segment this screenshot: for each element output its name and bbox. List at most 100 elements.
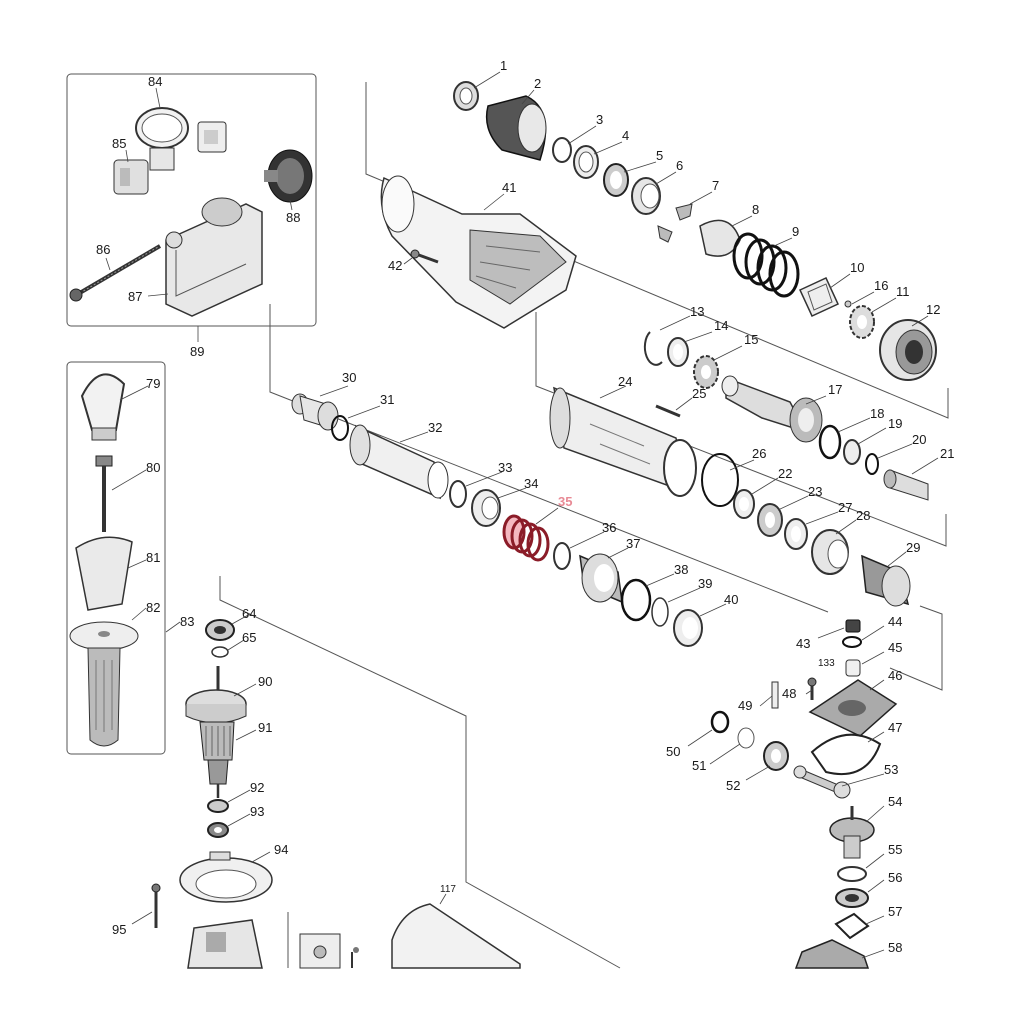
part-85-clamp[interactable] bbox=[113, 159, 149, 195]
part-14-washer[interactable] bbox=[667, 337, 689, 367]
part-117-handle-housing[interactable] bbox=[391, 903, 521, 969]
part-15-gear[interactable] bbox=[693, 355, 719, 389]
label-117: 117 bbox=[440, 884, 456, 895]
part-28-sleeve[interactable] bbox=[811, 529, 849, 575]
part-16-ball[interactable] bbox=[844, 300, 852, 308]
part-clamp-top[interactable] bbox=[197, 121, 227, 153]
label-41: 41 bbox=[502, 180, 516, 195]
part-87-handle[interactable] bbox=[165, 197, 263, 317]
part-3-ring[interactable] bbox=[552, 137, 572, 163]
label-35-highlighted: 35 bbox=[558, 494, 572, 509]
label-13: 13 bbox=[690, 304, 704, 319]
part-20-oring[interactable] bbox=[865, 453, 879, 475]
part-43-nut[interactable] bbox=[845, 619, 861, 633]
part-12-bearing[interactable] bbox=[879, 319, 937, 381]
part-50-oring[interactable] bbox=[710, 710, 730, 734]
part-29-clutch[interactable] bbox=[861, 554, 911, 607]
label-12: 12 bbox=[926, 302, 940, 317]
part-64-bearing[interactable] bbox=[205, 619, 235, 641]
part-54-crank[interactable] bbox=[829, 806, 875, 859]
label-8: 8 bbox=[752, 202, 759, 217]
part-9-spring[interactable] bbox=[732, 232, 800, 298]
part-58-case[interactable] bbox=[794, 939, 870, 969]
leader-lines bbox=[105, 71, 939, 959]
part-4-washer[interactable] bbox=[573, 145, 599, 179]
label-14: 14 bbox=[714, 318, 728, 333]
part-84-band[interactable] bbox=[135, 107, 189, 171]
part-labels: 84 85 88 86 87 89 79 80 81 82 83 1 2 3 4… bbox=[96, 58, 954, 955]
label-31: 31 bbox=[380, 392, 394, 407]
part-42-screw[interactable] bbox=[410, 249, 439, 264]
part-13-circlip[interactable] bbox=[643, 331, 663, 366]
part-94-baffle[interactable] bbox=[179, 851, 273, 903]
part-7-pin[interactable] bbox=[657, 203, 693, 243]
label-47: 47 bbox=[888, 720, 902, 735]
label-43: 43 bbox=[796, 636, 810, 651]
part-52-bearing[interactable] bbox=[763, 741, 789, 771]
label-40: 40 bbox=[724, 592, 738, 607]
part-11-gear[interactable] bbox=[849, 305, 875, 339]
part-brush-holder[interactable] bbox=[299, 933, 359, 969]
part-24-cylinder[interactable] bbox=[549, 386, 697, 497]
part-79-band[interactable] bbox=[80, 373, 126, 441]
part-field-housing[interactable] bbox=[187, 919, 263, 969]
part-91-armature[interactable] bbox=[199, 721, 235, 798]
part-6-sleeve[interactable] bbox=[631, 177, 661, 215]
part-80-bolt[interactable] bbox=[95, 455, 113, 532]
part-55-ring[interactable] bbox=[837, 866, 867, 882]
part-25-screw[interactable] bbox=[655, 404, 681, 418]
part-56-bearing[interactable] bbox=[835, 888, 869, 908]
part-22-washer[interactable] bbox=[733, 489, 755, 519]
part-44-oring[interactable] bbox=[842, 636, 862, 648]
part-41-housing[interactable] bbox=[380, 175, 577, 329]
part-82-grip[interactable] bbox=[69, 621, 139, 747]
part-2-cover[interactable] bbox=[485, 95, 547, 161]
part-5-gear-ring[interactable] bbox=[603, 163, 629, 197]
part-49-pin[interactable] bbox=[771, 681, 779, 709]
part-35-spring[interactable] bbox=[502, 514, 550, 562]
part-23-bearing[interactable] bbox=[757, 503, 783, 537]
part-86-bolt[interactable] bbox=[69, 244, 162, 302]
part-34-washer[interactable] bbox=[471, 489, 501, 527]
part-92-bearing[interactable] bbox=[207, 799, 229, 813]
part-39-ring[interactable] bbox=[651, 597, 669, 627]
part-38-oring[interactable] bbox=[620, 578, 652, 622]
part-95-screw[interactable] bbox=[151, 883, 161, 928]
part-40-washer[interactable] bbox=[673, 609, 703, 647]
part-81-cover[interactable] bbox=[75, 536, 133, 611]
part-88-knob[interactable] bbox=[264, 149, 313, 203]
part-27-washer[interactable] bbox=[784, 518, 808, 550]
part-19-ring[interactable] bbox=[843, 439, 861, 465]
part-26-oring[interactable] bbox=[701, 453, 739, 507]
label-29: 29 bbox=[906, 540, 920, 555]
part-17-spindle[interactable] bbox=[721, 375, 823, 443]
label-83: 83 bbox=[180, 614, 194, 629]
label-80: 80 bbox=[146, 460, 160, 475]
part-21-striker[interactable] bbox=[883, 469, 929, 501]
part-48-screw[interactable] bbox=[807, 677, 817, 700]
part-30-piston[interactable] bbox=[291, 393, 339, 431]
part-37-cage[interactable] bbox=[579, 553, 623, 604]
label-11: 11 bbox=[896, 284, 910, 299]
part-90-armature-fan[interactable] bbox=[185, 666, 247, 724]
label-88: 88 bbox=[286, 210, 300, 225]
part-47-gasket[interactable] bbox=[810, 733, 882, 776]
part-65-washer[interactable] bbox=[211, 646, 229, 658]
label-38: 38 bbox=[674, 562, 688, 577]
part-51-washer[interactable] bbox=[737, 727, 755, 749]
part-32-tube[interactable] bbox=[349, 424, 449, 500]
part-93-bearing[interactable] bbox=[207, 822, 229, 838]
part-36-ring[interactable] bbox=[553, 542, 571, 570]
part-33-ring[interactable] bbox=[449, 480, 467, 508]
label-56: 56 bbox=[888, 870, 902, 885]
label-133: 133 bbox=[818, 658, 835, 669]
part-53-connrod[interactable] bbox=[793, 765, 851, 799]
part-18-oring[interactable] bbox=[818, 424, 842, 460]
part-31-oring[interactable] bbox=[331, 415, 349, 441]
part-45-bush[interactable] bbox=[845, 659, 861, 677]
part-57-seal[interactable] bbox=[834, 912, 870, 940]
part-1-cap[interactable] bbox=[453, 81, 479, 111]
part-46-plate[interactable] bbox=[808, 679, 898, 737]
part-10-plate[interactable] bbox=[799, 277, 839, 317]
